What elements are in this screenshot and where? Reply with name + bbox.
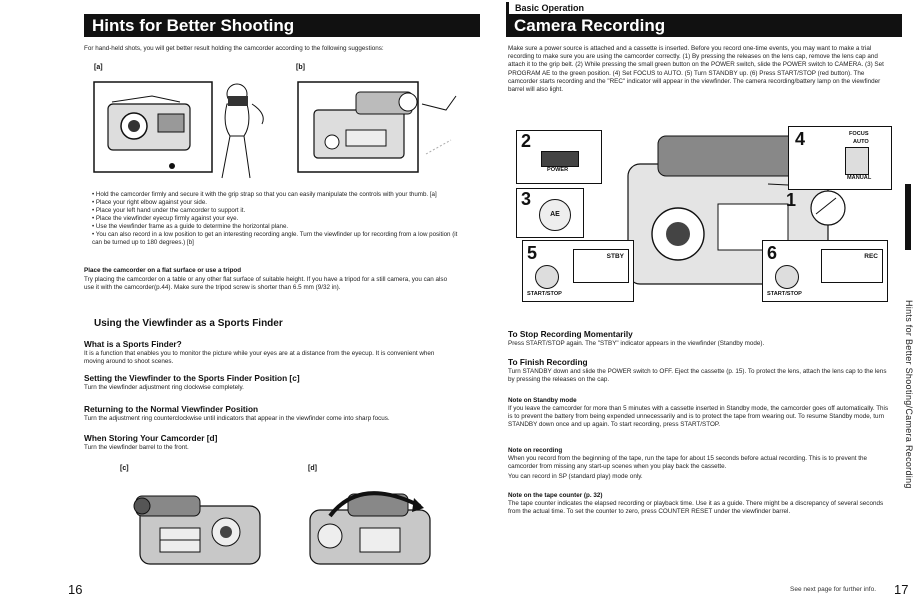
stop-text: Press START/STOP again. The "STBY" indic… <box>508 340 765 347</box>
intro-text: For hand-held shots, you will get better… <box>84 45 384 52</box>
lens-cap-illustration <box>810 190 846 226</box>
hint-item: Place your right elbow against your side… <box>92 199 462 207</box>
viewfinder-screen-stby: STBY <box>573 249 629 283</box>
finish-heading: To Finish Recording <box>508 357 588 367</box>
step-5-number: 5 <box>527 243 538 263</box>
section-tab-marker <box>905 184 911 250</box>
figure-a-label: [a] <box>94 64 103 71</box>
setting-text: Turn the viewfinder adjustment ring cloc… <box>84 384 244 391</box>
what-heading: What is a Sports Finder? <box>84 339 182 349</box>
finish-text: Turn STANDBY down and slide the POWER sw… <box>508 368 887 384</box>
page-number-left: 16 <box>68 582 83 597</box>
intro-text: Make sure a power source is attached and… <box>508 45 884 94</box>
left-page: Hints for Better Shooting For hand-held … <box>0 0 459 603</box>
manual-label: MANUAL <box>847 175 872 181</box>
figure-d-illustration <box>309 491 431 565</box>
step-4-panel: 4 FOCUS AUTO MANUAL <box>788 126 892 190</box>
hint-item: Place the viewfinder eyecup firmly again… <box>92 215 462 223</box>
power-switch <box>541 151 579 167</box>
start-stop-button-illustration <box>535 265 559 289</box>
section-tag: Basic Operation <box>506 2 591 14</box>
page-title: Hints for Better Shooting <box>84 14 480 37</box>
footer-note: See next page for further info. <box>790 586 876 593</box>
start-stop-label: START/STOP <box>527 291 562 297</box>
storing-text: Turn the viewfinder barrel to the front. <box>84 444 189 451</box>
hint-item: Use the viewfinder frame as a guide to d… <box>92 223 462 231</box>
figure-c-label: [c] <box>120 465 129 472</box>
setting-heading: Setting the Viewfinder to the Sports Fin… <box>84 373 300 383</box>
hint-item: You can also record in a low position to… <box>92 231 462 247</box>
program-ae-dial: AE <box>539 199 571 231</box>
counter-note-text: The tape counter indicates the elapsed r… <box>508 500 884 516</box>
recording-note-text-2: You can record in SP (standard play) mod… <box>508 473 643 480</box>
power-label: POWER <box>547 167 569 173</box>
counter-note-heading: Note on the tape counter (p. 32) <box>508 492 603 499</box>
step-3-number: 3 <box>521 189 532 209</box>
focus-switch <box>845 147 869 175</box>
standby-note-text: If you leave the camcorder for more than… <box>508 405 889 429</box>
start-stop-label: START/STOP <box>767 291 802 297</box>
focus-label: FOCUS <box>849 131 869 137</box>
rec-indicator: REC <box>864 253 878 260</box>
hint-item: Place your left hand under the camcorder… <box>92 207 462 215</box>
figure-c-illustration <box>133 495 261 565</box>
figure-d-label: [d] <box>308 465 317 472</box>
returning-heading: Returning to the Normal Viewfinder Posit… <box>84 404 259 414</box>
what-text: It is a function that enables you to mon… <box>84 350 435 366</box>
recording-note-text: When you record from the beginning of th… <box>508 455 868 471</box>
returning-text: Turn the adjustment ring counterclockwis… <box>84 415 390 422</box>
hint-item: Hold the camcorder firmly and secure it … <box>92 191 462 199</box>
step-6-number: 6 <box>767 243 778 263</box>
step-6-panel: 6 REC START/STOP <box>762 240 888 302</box>
step-1-number: 1 <box>786 190 797 210</box>
sports-finder-heading: Using the Viewfinder as a Sports Finder <box>94 318 283 329</box>
step-5-panel: 5 STBY START/STOP <box>522 240 634 302</box>
viewfinder-screen-rec: REC <box>821 249 883 283</box>
hints-list: Hold the camcorder firmly and secure it … <box>84 191 462 247</box>
step-2-panel: 2 POWER <box>516 130 602 184</box>
storing-heading: When Storing Your Camcorder [d] <box>84 433 218 443</box>
tripod-text: Try placing the camcorder on a table or … <box>84 276 448 292</box>
page-title: Camera Recording <box>506 14 902 37</box>
start-stop-button-illustration <box>775 265 799 289</box>
step-3-panel: 3 AE <box>516 188 584 238</box>
auto-label: AUTO <box>853 139 869 145</box>
tripod-heading: Place the camcorder on a flat surface or… <box>84 267 242 274</box>
figure-b-label: [b] <box>296 64 305 71</box>
side-tab-label: Hints for Better Shooting/Camera Recordi… <box>904 300 914 489</box>
stop-heading: To Stop Recording Momentarily <box>508 329 633 339</box>
figure-a-illustration <box>93 81 264 179</box>
stby-indicator: STBY <box>606 253 624 260</box>
step-4-number: 4 <box>795 129 806 149</box>
recording-note-heading: Note on recording <box>508 447 563 454</box>
step-2-number: 2 <box>521 131 532 151</box>
page-number-right: 17 <box>894 582 909 597</box>
figure-b-illustration <box>297 81 457 173</box>
standby-note-heading: Note on Standby mode <box>508 397 577 404</box>
